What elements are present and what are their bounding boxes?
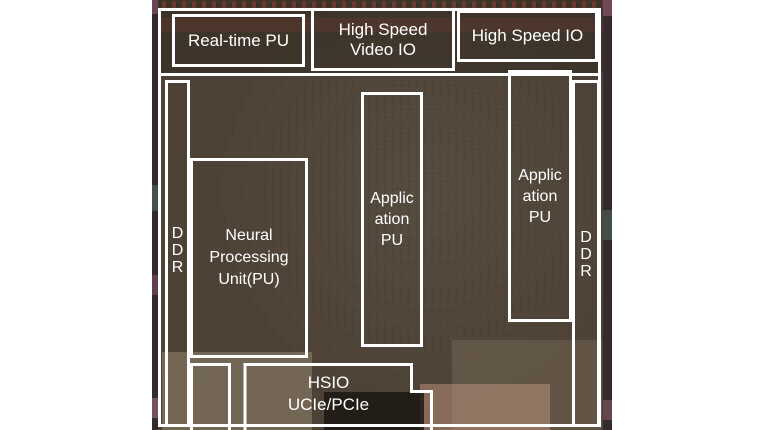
high-speed-io-label: High Speed IO <box>471 26 584 45</box>
region-ddr-left: D D R <box>165 80 190 427</box>
region-hsio-outline <box>243 363 433 430</box>
die-photo: Real-time PU High Speed Video IO High Sp… <box>152 0 612 430</box>
high-speed-video-io-label: High Speed Video IO <box>338 19 428 59</box>
region-application-pu-center: Applic ation PU <box>361 92 423 347</box>
region-real-time-pu: Real-time PU <box>172 14 305 67</box>
top-row-divider <box>161 73 598 76</box>
region-high-speed-io: High Speed IO <box>457 10 598 62</box>
application-pu-center-label: Applic ation PU <box>370 190 414 249</box>
application-pu-right-label: Applic ation PU <box>518 166 562 226</box>
region-unlabeled-bottom-left <box>190 363 231 430</box>
ddr-right-label: D D R <box>580 229 592 280</box>
real-time-pu-label: Real-time PU <box>187 30 290 50</box>
die-edge-right <box>603 0 612 430</box>
region-neural-processing-unit: Neural Processing Unit(PU) <box>190 158 308 358</box>
region-application-pu-right: Applic ation PU <box>508 70 572 322</box>
hsio-ucie-pcie-label: HSIO UCIe/PCIe <box>287 373 370 414</box>
ddr-left-label: D D R <box>171 225 184 276</box>
region-high-speed-video-io: High Speed Video IO <box>311 8 455 71</box>
neural-processing-unit-label: Neural Processing Unit(PU) <box>209 227 289 288</box>
die-edge-left <box>152 0 158 430</box>
region-ddr-right: D D R <box>572 80 600 427</box>
